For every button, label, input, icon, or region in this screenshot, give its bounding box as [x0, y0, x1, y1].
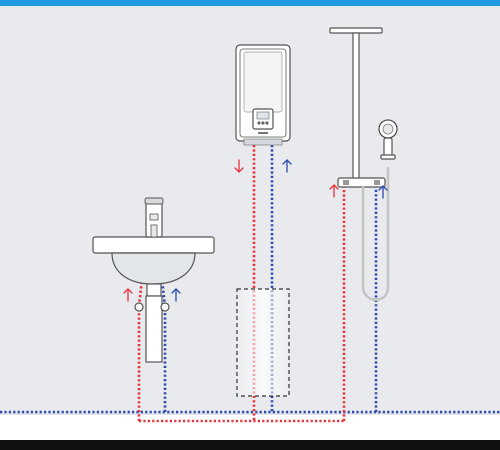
basin-faucet-icon [144, 197, 164, 238]
arrow-up-icon [329, 184, 339, 198]
arrow-up-icon [171, 288, 181, 302]
concealed-installation-box-icon [236, 288, 290, 397]
arrow-up-icon [123, 288, 133, 302]
hand-shower-icon [378, 119, 398, 160]
shower-hose [361, 166, 390, 301]
arrow-down-icon [234, 159, 244, 173]
arrow-up-icon [282, 159, 292, 173]
shower-rail-icon [329, 27, 386, 188]
instantaneous-water-heater-icon [235, 44, 291, 146]
top-accent-bar [0, 0, 500, 6]
hot-angle-valve [134, 302, 144, 312]
arrow-up-icon [378, 185, 388, 199]
floor-background [0, 414, 500, 440]
washbasin-icon [92, 236, 215, 363]
cold-angle-valve [160, 302, 170, 312]
flow-arrows [123, 159, 388, 302]
bottom-accent-bar [0, 440, 500, 450]
